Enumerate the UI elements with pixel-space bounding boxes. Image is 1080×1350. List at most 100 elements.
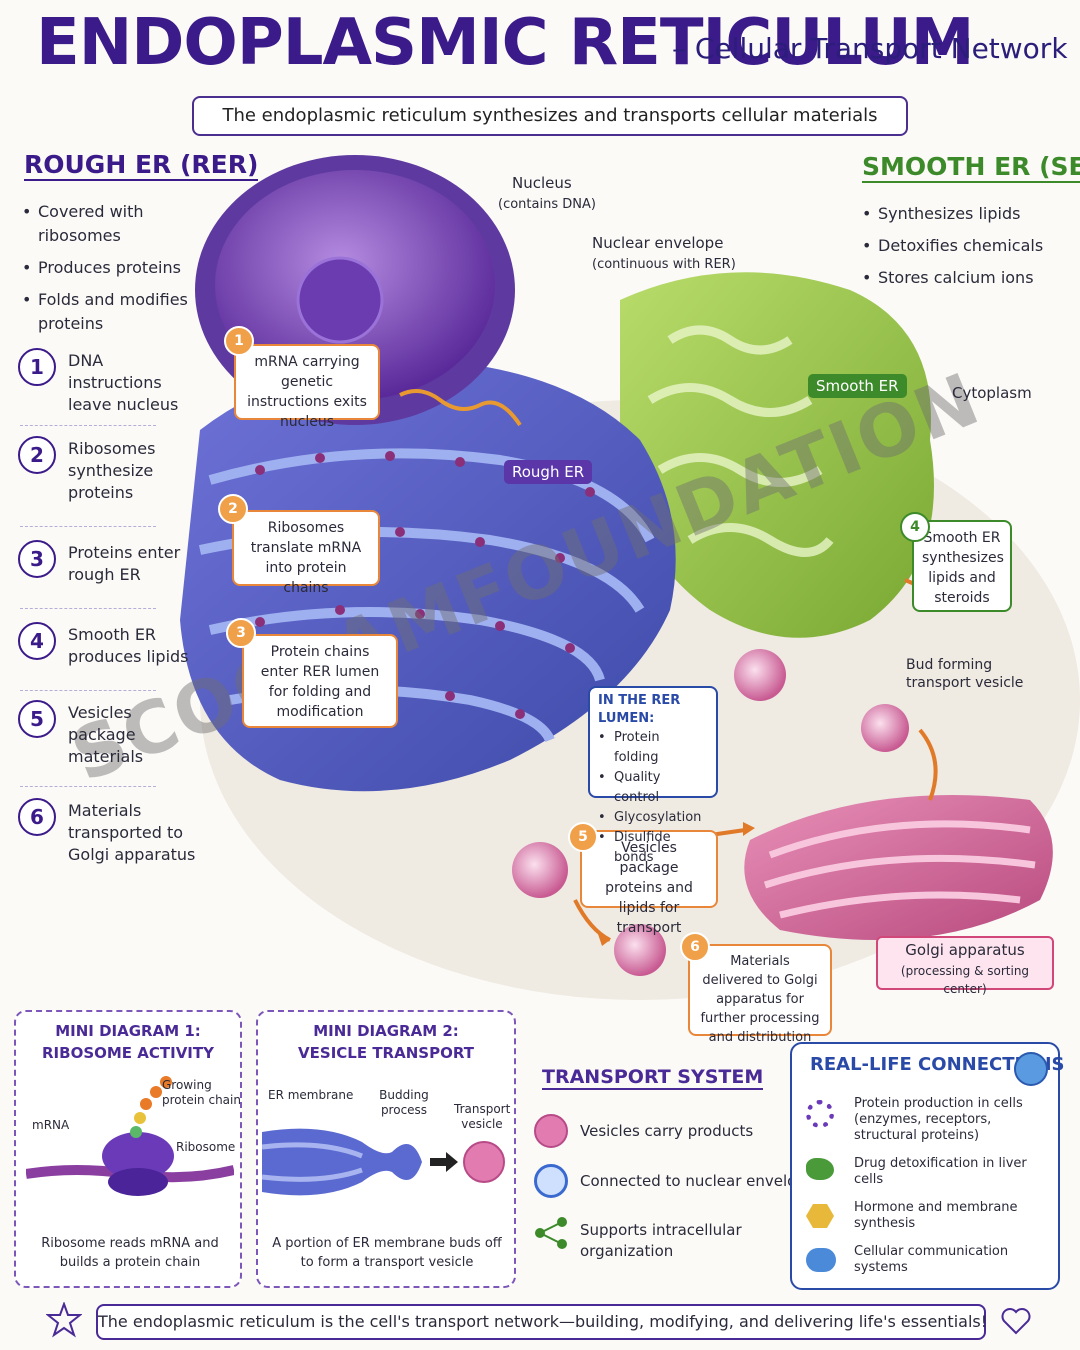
globe-icon — [1014, 1052, 1048, 1086]
smooth-er-bullet: Synthesizes lipids — [862, 202, 1062, 226]
step-number: 5 — [18, 700, 56, 738]
chat-icon — [806, 1248, 836, 1272]
er-membrane-label: ER membrane — [268, 1088, 354, 1102]
mini2-caption: A portion of ER membrane buds off to for… — [272, 1236, 502, 1270]
mini1-title-line2: RIBOSOME ACTIVITY — [42, 1044, 214, 1062]
real-life-heading: REAL-LIFE CONNECTIONS — [810, 1054, 1065, 1075]
rough-er-heading: ROUGH ER (RER) — [24, 150, 259, 181]
transport-item: Connected to nuclear envelope — [580, 1172, 816, 1190]
rer-lumen-box: IN THE RER LUMEN: Protein folding Qualit… — [588, 686, 718, 865]
real-life-panel: REAL-LIFE CONNECTIONS Protein production… — [790, 1042, 1065, 1290]
step-number: 2 — [18, 436, 56, 474]
lumen-item: Disulfide bonds — [598, 828, 708, 868]
mini-diagram-ribosome: MINI DIAGRAM 1: RIBOSOME ACTIVITY Growin… — [14, 1010, 242, 1288]
step-5: 5 Vesicles package materials — [18, 700, 188, 770]
lumen-list: Protein folding Quality control Glycosyl… — [598, 728, 708, 868]
step-2: 2 Ribosomes synthesize proteins — [18, 436, 188, 506]
footer-box: The endoplasmic reticulum is the cell's … — [96, 1304, 987, 1340]
network-icon — [535, 1217, 567, 1249]
step-number: 1 — [18, 348, 56, 386]
real-life-item: Protein production in cells (enzymes, re… — [854, 1096, 1023, 1143]
mrna-strand — [399, 389, 522, 427]
nucleus-label: Nucleus — [512, 174, 572, 192]
bud-label: Bud forming transport vesicle — [906, 657, 1024, 691]
step-divider — [20, 690, 156, 691]
ribosome-label: Ribosome — [176, 1140, 236, 1154]
nucleus-sublabel: (contains DNA) — [498, 197, 596, 212]
growing-chain-label: Growing protein chain — [162, 1078, 241, 1107]
callout-1: mRNA carrying genetic instructions exits… — [234, 344, 380, 430]
step-3: 3 Proteins enter rough ER — [18, 540, 188, 600]
vesicle-4 — [614, 924, 666, 976]
mini2-title-line2: VESICLE TRANSPORT — [298, 1044, 474, 1062]
step-divider — [20, 425, 156, 426]
page-title: ENDOPLASMIC RETICULUM — [36, 6, 974, 80]
vesicle-drawing — [262, 1128, 505, 1196]
smooth-er-shape — [620, 272, 934, 638]
callout-number: 5 — [568, 822, 598, 852]
callout-3: Protein chains enter RER lumen for foldi… — [242, 634, 398, 728]
vesicle-2 — [861, 704, 909, 752]
vesicle-1 — [734, 649, 786, 701]
callout-number: 6 — [680, 932, 710, 962]
step-text: Proteins enter rough ER — [68, 543, 181, 584]
golgi-label: Golgi apparatus — [905, 941, 1025, 959]
liver-icon — [806, 1158, 834, 1180]
smooth-er-bullet: Detoxifies chemicals — [862, 234, 1062, 258]
ribosome-drawing — [26, 1076, 234, 1196]
step-4: 4 Smooth ER produces lipids — [18, 622, 189, 682]
step-number: 3 — [18, 540, 56, 578]
smooth-er-bullet: Stores calcium ions — [862, 266, 1062, 290]
heart-icon — [1001, 1308, 1031, 1335]
envelope-icon — [534, 1164, 568, 1198]
mini2-title-line1: MINI DIAGRAM 2: — [313, 1022, 459, 1040]
step-6: 6 Materials transported to Golgi apparat… — [18, 798, 195, 870]
rough-er-bullet: Covered with ribosomes — [22, 200, 212, 248]
golgi-sublabel: (processing & sorting center) — [900, 964, 1030, 996]
callout-2: Ribosomes translate mRNA into protein ch… — [232, 510, 380, 596]
real-life-item: Hormone and membrane synthesis — [854, 1200, 1018, 1231]
nuclear-envelope-sublabel: (continuous with RER) — [592, 257, 736, 272]
step-text: Ribosomes synthesize proteins — [68, 439, 156, 502]
step-number: 6 — [18, 798, 56, 836]
step-text: Vesicles package materials — [68, 703, 144, 766]
mrna-label: mRNA — [32, 1118, 70, 1132]
mini1-title-line1: MINI DIAGRAM 1: — [55, 1022, 201, 1040]
lumen-item: Glycosylation — [598, 808, 708, 828]
callout-4: Smooth ER synthesizes lipids and steroid… — [912, 520, 1012, 612]
protein-icon — [806, 1100, 834, 1128]
step-1: 1 DNA instructions leave nucleus — [18, 348, 188, 414]
real-life-item: Drug detoxification in liver cells — [854, 1156, 1027, 1187]
smooth-er-tag: Smooth ER — [808, 374, 907, 398]
tagline-box: The endoplasmic reticulum synthesizes an… — [192, 96, 908, 136]
real-life-item: Cellular communication systems — [854, 1244, 1009, 1275]
budding-label: Budding process — [379, 1088, 429, 1117]
lumen-heading: IN THE RER LUMEN: — [598, 693, 681, 726]
golgi-shape — [744, 795, 1053, 940]
rough-er-bullet: Produces proteins — [22, 256, 212, 280]
step-text: DNA instructions leave nucleus — [68, 351, 179, 414]
smooth-er-bullets: Synthesizes lipids Detoxifies chemicals … — [862, 202, 1062, 290]
hormone-icon — [806, 1204, 834, 1228]
step-number: 4 — [18, 622, 56, 660]
callout-number: 1 — [224, 326, 254, 356]
rough-er-bullets: Covered with ribosomes Produces proteins… — [22, 200, 212, 336]
smooth-er-heading: SMOOTH ER (SER) — [862, 152, 1080, 183]
callout-number: 2 — [218, 494, 248, 524]
transport-item: Supports intracellular organization — [580, 1221, 742, 1260]
mini-diagram-vesicle: MINI DIAGRAM 2: VESICLE TRANSPORT ER mem… — [256, 1010, 516, 1288]
golgi-label-box: Golgi apparatus (processing & sorting ce… — [876, 936, 1054, 996]
mini1-caption: Ribosome reads mRNA and builds a protein… — [41, 1236, 219, 1270]
callout-number: 4 — [900, 512, 930, 542]
page-subtitle: – Cellular Transport Network — [672, 32, 1068, 65]
step-divider — [20, 786, 156, 787]
lumen-item: Quality control — [598, 768, 708, 808]
step-divider — [20, 608, 156, 609]
step-text: Smooth ER produces lipids — [68, 625, 189, 666]
lumen-item: Protein folding — [598, 728, 708, 768]
star-icon — [46, 1302, 82, 1338]
step-divider — [20, 526, 156, 527]
vesicle-icon — [534, 1114, 568, 1148]
callout-number: 3 — [226, 618, 256, 648]
transport-item: Vesicles carry products — [580, 1122, 754, 1140]
